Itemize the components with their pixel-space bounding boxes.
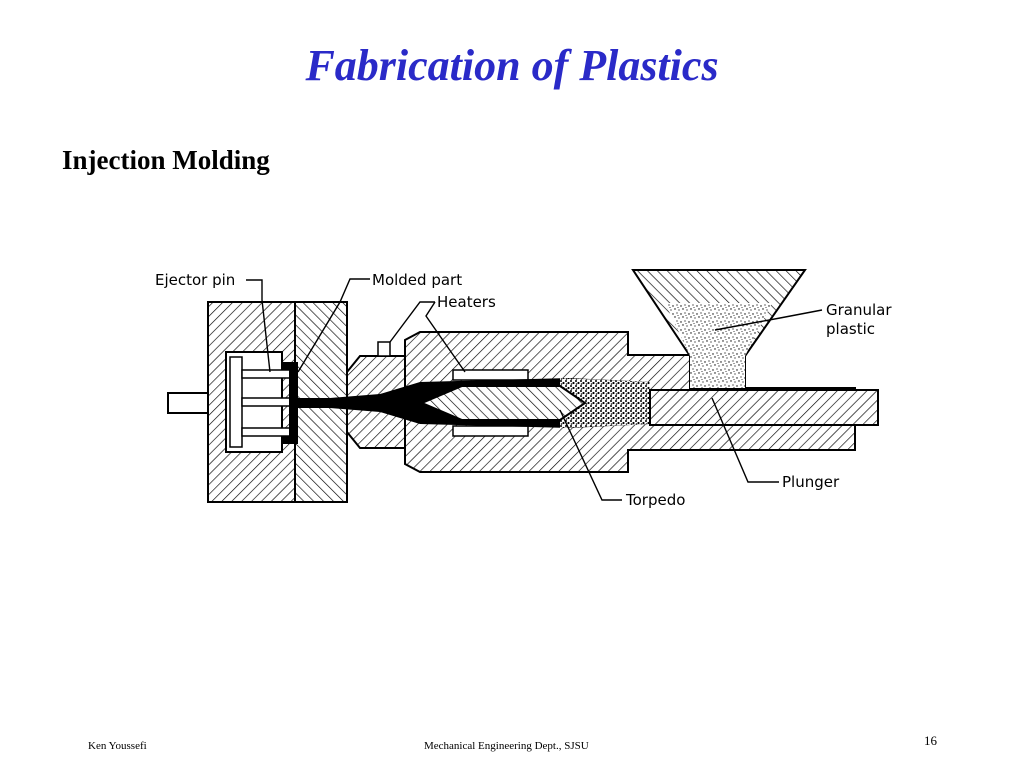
footer-department: Mechanical Engineering Dept., SJSU: [424, 740, 589, 752]
label-heaters: Heaters: [437, 293, 496, 311]
label-ejector-pin: Ejector pin: [155, 271, 235, 289]
granular-transition: [560, 378, 650, 428]
label-torpedo: Torpedo: [625, 491, 685, 509]
molded-part-flange: [282, 436, 298, 444]
plunger: [649, 389, 879, 426]
ejector-pin: [241, 369, 293, 379]
heater-band-nozzle: [377, 341, 391, 357]
ejector-plate: [229, 356, 243, 448]
slide-subtitle: Injection Molding: [62, 145, 270, 175]
molded-part-flange: [282, 362, 298, 370]
footer-author: Ken Youssefi: [88, 740, 147, 752]
molded-part: [289, 362, 298, 444]
heater-band: [452, 369, 529, 381]
torpedo: [419, 385, 587, 421]
label-molded-part: Molded part: [372, 271, 462, 289]
label-granular: Granular: [826, 301, 892, 319]
ejector-pin: [241, 397, 293, 407]
ejector-pin: [241, 427, 293, 437]
heater-band: [452, 425, 529, 437]
label-plunger: Plunger: [782, 473, 840, 491]
page-number: 16: [924, 733, 937, 748]
label-plastic: plastic: [826, 320, 875, 338]
slide-title: Fabrication of Plastics: [305, 41, 719, 90]
